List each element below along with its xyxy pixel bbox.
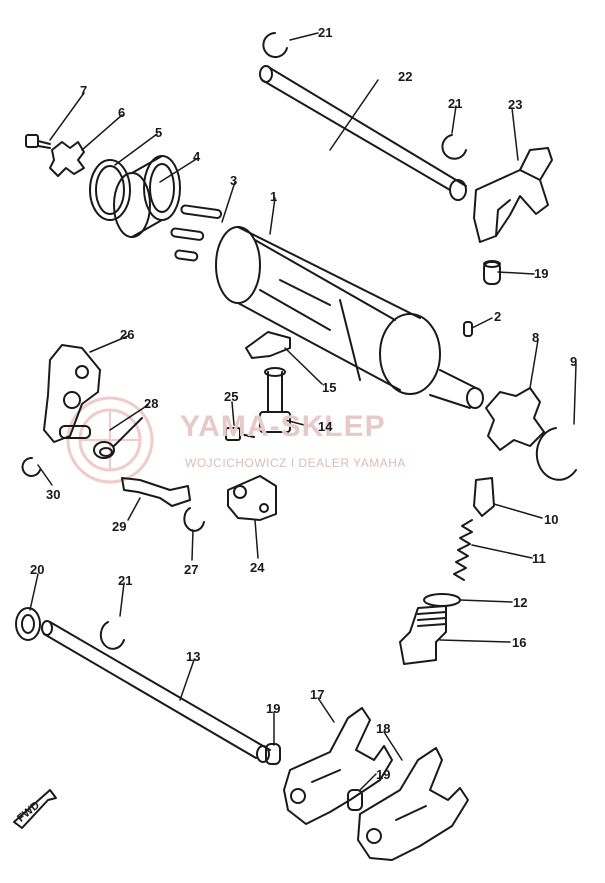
callout-29: 29: [112, 519, 127, 534]
washer-12: [423, 593, 461, 607]
callout-13: 16: [512, 635, 527, 650]
pins-3: [170, 204, 223, 262]
circlip-21-lower: [99, 621, 125, 650]
callout-20: 20: [30, 562, 45, 577]
pawl-29: [121, 477, 191, 507]
callout-3: 3: [230, 173, 238, 188]
callout-15: 15: [322, 380, 337, 395]
lever-shaft: [59, 425, 91, 439]
leader-lines: [29, 32, 577, 791]
pin-19-lower: [265, 743, 363, 811]
callout-4: 4: [193, 149, 201, 164]
callout-21: 21: [318, 25, 333, 40]
callout-21: 21: [448, 96, 463, 111]
callout-19: 19: [266, 701, 281, 716]
callout-1: 1: [270, 189, 278, 204]
callout-27: 27: [184, 562, 199, 577]
ring-5: [89, 159, 131, 221]
callout-7: 7: [80, 83, 88, 98]
callout-19: 19: [376, 767, 391, 782]
lever-plate-26: [43, 344, 101, 443]
direction-arrow: [13, 789, 57, 829]
callout-17: 17: [310, 687, 325, 702]
cam-8: [485, 387, 545, 451]
plate-6: [49, 141, 85, 177]
callout-9: 9: [570, 354, 578, 369]
callout-2: 2: [494, 309, 502, 324]
callout-6: 6: [118, 105, 126, 120]
circlip-9: [535, 427, 577, 481]
callout-26: 26: [120, 327, 135, 342]
callout-14: 14: [318, 419, 333, 434]
callout-12: 12: [513, 595, 528, 610]
callout-25: 25: [224, 389, 239, 404]
callout-5: 5: [155, 125, 163, 140]
circlip-21-right: [441, 134, 467, 160]
circlip-30: [21, 456, 41, 477]
watermark-logo: [66, 396, 154, 484]
holder-24: [227, 475, 277, 521]
washer-20: [15, 607, 41, 641]
fork-23: [473, 147, 553, 243]
callout-24: 24: [250, 560, 265, 575]
bolt-14: [259, 367, 291, 433]
callout-10: 10: [544, 512, 559, 527]
callout-21: 21: [118, 573, 133, 588]
callout-30: 30: [46, 487, 61, 502]
shaft-16: [41, 620, 271, 763]
plate-15: [245, 331, 291, 359]
callout-8: 8: [532, 330, 540, 345]
pin-19-top: [483, 260, 501, 285]
callout-11: 11: [532, 551, 546, 566]
fork-17: [283, 707, 393, 825]
callout-19: 19: [534, 266, 549, 281]
screw-7: [25, 134, 51, 149]
spring-28: [93, 417, 143, 459]
shaft-22: [259, 65, 467, 201]
callout-22: 22: [398, 69, 413, 84]
watermark-subtitle: WOJCICHOWICZ I DEALER YAMAHA: [185, 456, 406, 470]
circlip-21-top: [262, 32, 288, 58]
shift-drum-1: [215, 226, 484, 409]
screw-25: [225, 427, 255, 441]
plug-13: [399, 605, 447, 665]
bearing-4: [113, 155, 181, 238]
callout-28: 28: [144, 396, 159, 411]
callout-23: 23: [508, 97, 523, 112]
plunger-10: [473, 477, 495, 517]
circlip-27: [183, 507, 205, 532]
callout-18: 18: [376, 721, 391, 736]
spring-11: [453, 519, 473, 581]
watermark-brand: YAMA-SKLEP: [180, 410, 386, 443]
pin-2: [463, 321, 473, 337]
callout-16: 13: [186, 649, 201, 664]
fork-18: [357, 747, 469, 861]
